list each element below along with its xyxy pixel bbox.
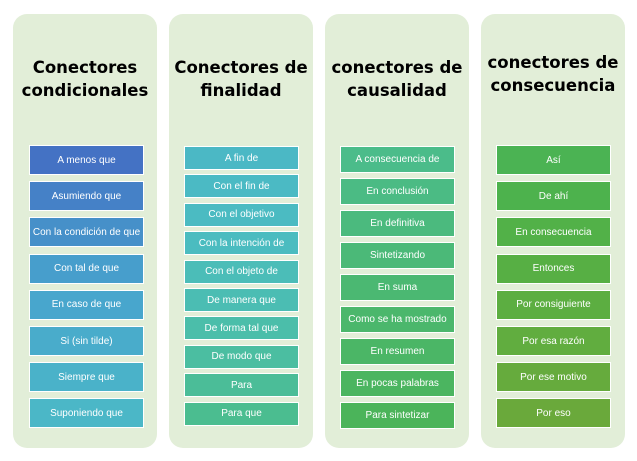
column-panel-causalidad: conectores de causalidad A consecuencia d…: [325, 14, 469, 448]
connector-item: Con el fin de: [184, 174, 299, 199]
column-title: Conectores de finalidad: [174, 58, 308, 100]
connector-item: En pocas palabras: [340, 370, 455, 397]
connector-item: Si (sin tilde): [29, 326, 144, 356]
connector-item: Por eso: [496, 398, 611, 429]
column-title: Conectores condicionales: [21, 58, 149, 100]
connector-item: Por esa razón: [496, 326, 611, 356]
connector-item: Para que: [184, 401, 299, 426]
connector-item: Con la condición de que: [29, 217, 144, 248]
connector-item: Con el objeto de: [184, 259, 299, 284]
connector-item: Con la intención de: [184, 231, 299, 256]
connector-item: En suma: [340, 274, 455, 301]
connector-item: Con el objetivo: [184, 202, 299, 227]
column-title: conectores de consecuencia: [487, 53, 619, 95]
connector-item: En caso de que: [29, 289, 144, 320]
connector-item: A consecuencia de: [340, 146, 455, 173]
connector-item: A menos que: [29, 145, 144, 175]
connector-item: Por consiguiente: [496, 289, 611, 320]
connector-item: En resumen: [340, 338, 455, 365]
column-title: conectores de causalidad: [331, 58, 463, 100]
connector-item: Con tal de que: [29, 253, 144, 284]
connector-item: De ahí: [496, 181, 611, 212]
connector-item: Sintetizando: [340, 242, 455, 269]
connector-item: De manera que: [184, 288, 299, 312]
connector-item: En consecuencia: [496, 217, 611, 248]
connector-item: Entonces: [496, 253, 611, 284]
connector-item: Para: [184, 373, 299, 398]
connector-item: Como se ha mostrado: [340, 306, 455, 333]
connector-item: Para sintetizar: [340, 402, 455, 429]
connector-item: Así: [496, 145, 611, 175]
connector-item: Siempre que: [29, 362, 144, 393]
connector-item: En definitiva: [340, 210, 455, 237]
connector-item: Asumiendo que: [29, 181, 144, 212]
connector-item: Suponiendo que: [29, 398, 144, 429]
connector-item: Por ese motivo: [496, 362, 611, 393]
connector-item: De modo que: [184, 344, 299, 369]
connector-item: De forma tal que: [184, 316, 299, 341]
column-panel-finalidad: Conectores de finalidad A fin de Con el fi…: [169, 14, 313, 448]
connector-item: En conclusión: [340, 178, 455, 205]
connector-item: A fin de: [184, 146, 299, 170]
